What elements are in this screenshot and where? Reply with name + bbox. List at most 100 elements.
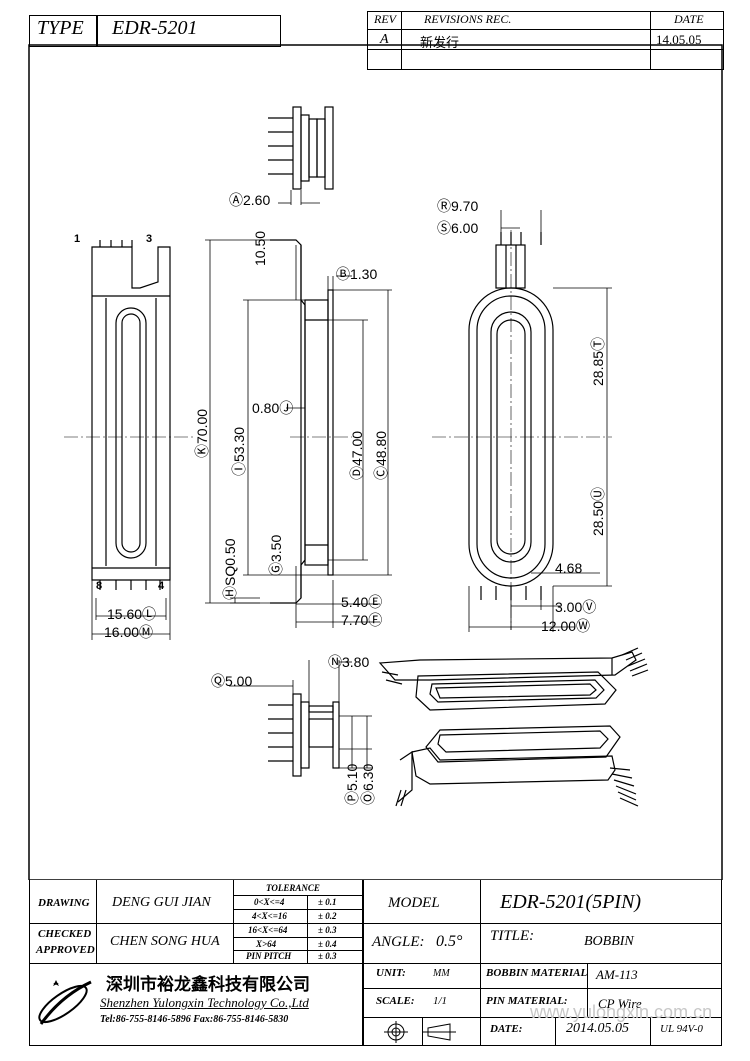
revisions-label: REVISIONS REC. bbox=[424, 12, 512, 26]
company-logo-icon bbox=[38, 980, 92, 1025]
company-name-cn: 深圳市裕龙鑫科技有限公司 bbox=[106, 975, 310, 995]
rev-row-line bbox=[367, 29, 724, 30]
dim-W: 12.00Ⓦ bbox=[541, 618, 591, 634]
rev-date: 14.05.05 bbox=[656, 32, 702, 47]
technical-drawing bbox=[28, 44, 723, 880]
tol-value-2: ± 0.3 bbox=[318, 925, 337, 935]
pin-3-label: 3 bbox=[146, 233, 153, 245]
pin-material-label: PIN MATERIAL: bbox=[486, 995, 568, 1007]
dim-H: ⒽSQ0.50 bbox=[222, 538, 238, 600]
dim-T: 28.85Ⓣ bbox=[590, 336, 606, 386]
rev-letter: A bbox=[380, 32, 389, 47]
top-side-view bbox=[268, 106, 334, 205]
type-value: EDR-5201 bbox=[112, 17, 198, 39]
pin-4-label: 4 bbox=[158, 580, 165, 592]
dim-L: 15.60Ⓛ bbox=[107, 606, 157, 622]
tol-range-1: 4<X<=16 bbox=[252, 911, 287, 921]
tol-value-0: ± 0.1 bbox=[318, 897, 337, 907]
tb-line bbox=[29, 923, 362, 924]
bobbin-material-label: BOBBIN MATERIAL bbox=[486, 967, 588, 979]
tol-range-3: X>64 bbox=[256, 939, 277, 949]
tb-line bbox=[233, 937, 362, 938]
model-label: MODEL bbox=[388, 895, 440, 911]
tb-line bbox=[29, 963, 722, 964]
tb-vline bbox=[480, 963, 481, 1045]
model-value: EDR-5201(5PIN) bbox=[500, 891, 642, 913]
scale-value: 1/1 bbox=[433, 995, 448, 1007]
tol-range-2: 16<X<=64 bbox=[248, 925, 288, 935]
title-label: TITLE: bbox=[490, 928, 535, 944]
isometric-view-top bbox=[378, 647, 649, 711]
dim-B: Ⓑ1.30 bbox=[336, 266, 378, 282]
dim-N: Ⓝ3.80 bbox=[328, 654, 370, 670]
middle-side-view bbox=[270, 239, 334, 604]
dim-468: 4.68 bbox=[555, 560, 583, 576]
approved-label: APPROVED bbox=[36, 944, 95, 956]
dim-K: Ⓚ70.00 bbox=[194, 408, 210, 458]
isometric-view-bottom bbox=[395, 725, 639, 807]
pin-8-label: 8 bbox=[96, 580, 103, 592]
dim-G: Ⓖ3.50 bbox=[268, 534, 284, 576]
dim-R: Ⓡ9.70 bbox=[437, 198, 479, 214]
dim-V: 3.00Ⓥ bbox=[555, 599, 597, 615]
center-lines bbox=[64, 230, 612, 630]
tol-value-4: ± 0.3 bbox=[318, 951, 337, 961]
tb-line bbox=[233, 909, 362, 910]
checked-label: CHECKED bbox=[38, 928, 92, 940]
dim-F: 7.70Ⓕ bbox=[341, 612, 383, 628]
tb-vline bbox=[650, 1017, 651, 1045]
dim-D: Ⓓ47.00 bbox=[349, 430, 365, 480]
date-value: 2014.05.05 bbox=[566, 1021, 629, 1036]
tol-range-0: 0<X<=4 bbox=[254, 897, 285, 907]
ul-value: UL 94V-0 bbox=[660, 1023, 703, 1035]
tb-line bbox=[233, 950, 362, 951]
date-label: DATE: bbox=[490, 1023, 523, 1035]
right-front-view bbox=[468, 232, 554, 600]
scale-label: SCALE: bbox=[376, 995, 415, 1007]
dim-J: 0.80Ⓙ bbox=[252, 400, 294, 416]
drawing-label: DRAWING bbox=[38, 897, 90, 909]
tb-line bbox=[233, 895, 362, 896]
header-divider bbox=[96, 15, 98, 47]
right-dim-lines bbox=[468, 210, 612, 632]
tb-line bbox=[362, 923, 722, 924]
angle-label: ANGLE: bbox=[372, 934, 425, 950]
tb-line bbox=[362, 988, 722, 989]
tb-vline bbox=[307, 895, 308, 963]
date-label: DATE bbox=[674, 12, 704, 26]
tb-vline bbox=[96, 880, 97, 963]
dim-C: Ⓒ48.80 bbox=[373, 430, 389, 480]
tb-vline bbox=[422, 1017, 423, 1045]
tolerance-label: TOLERANCE bbox=[266, 883, 320, 893]
tb-vline bbox=[233, 880, 234, 963]
dim-U: 28.50Ⓤ bbox=[590, 486, 606, 536]
bobbin-material-value: AM-113 bbox=[596, 967, 638, 982]
unit-label: UNIT: bbox=[376, 967, 406, 979]
drawing-value: DENG GUI JIAN bbox=[112, 895, 211, 910]
tol-value-1: ± 0.2 bbox=[318, 911, 337, 921]
dim-M: 16.00Ⓜ bbox=[104, 624, 154, 640]
tol-value-3: ± 0.4 bbox=[318, 939, 337, 949]
angle-value: 0.5° bbox=[436, 933, 463, 950]
tb-vline bbox=[555, 1017, 556, 1045]
pin-material-value: CP Wire bbox=[598, 996, 642, 1011]
rev-col-line bbox=[650, 11, 651, 69]
dim-Q: Ⓠ5.00 bbox=[211, 673, 253, 689]
watermark: www.yulongxin.com.cn bbox=[530, 1002, 713, 1022]
middle-dim-lines bbox=[205, 239, 392, 628]
company-contact: Tel:86-755-8146-5896 Fax:86-755-8146-583… bbox=[100, 1014, 289, 1025]
dim-S: Ⓢ6.00 bbox=[437, 220, 479, 236]
tb-line bbox=[362, 1017, 722, 1018]
rev-label: REV bbox=[374, 12, 396, 26]
dim-O: Ⓞ6.30 bbox=[360, 763, 376, 805]
dim-E: 5.40Ⓔ bbox=[341, 594, 383, 610]
rev-col-line bbox=[401, 11, 402, 69]
tb-vline bbox=[480, 880, 481, 963]
unit-value: MM bbox=[433, 968, 450, 979]
dim-I: Ⓘ53.30 bbox=[231, 426, 247, 476]
revision-table bbox=[367, 11, 724, 70]
left-front-view bbox=[91, 240, 171, 640]
tol-range-4: PIN PITCH bbox=[246, 951, 292, 961]
rev-row-line bbox=[367, 49, 724, 50]
projection-symbol-icon bbox=[384, 1021, 456, 1043]
